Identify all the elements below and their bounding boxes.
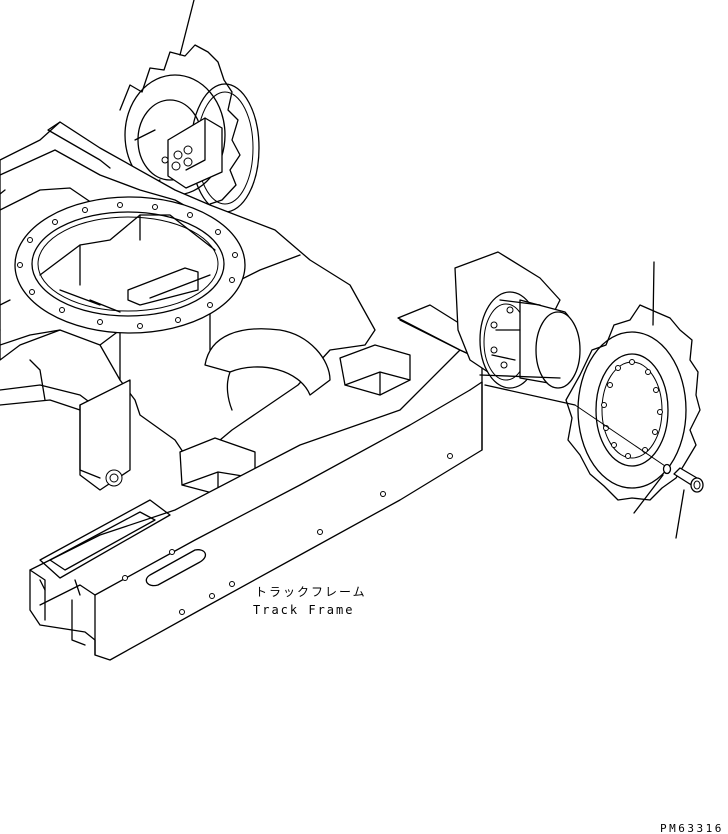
mounting-bolt[interactable] bbox=[673, 467, 704, 493]
leader-line-rear-sprocket bbox=[179, 0, 195, 56]
front-sprocket[interactable] bbox=[565, 304, 701, 501]
leader-line-bolt bbox=[675, 489, 685, 539]
track-frame[interactable] bbox=[29, 304, 483, 661]
track-frame-label-jp: トラックフレーム bbox=[255, 585, 367, 599]
drawing-code: PM63316 bbox=[660, 822, 724, 834]
track-frame-label-en: Track Frame bbox=[253, 603, 354, 617]
leader-line-washer bbox=[633, 474, 664, 514]
front-final-drive[interactable] bbox=[454, 251, 581, 406]
washer[interactable] bbox=[662, 463, 672, 475]
leader-line-front-sprocket bbox=[652, 261, 655, 326]
swing-circle-ring bbox=[14, 196, 246, 334]
rear-sprocket[interactable] bbox=[119, 44, 260, 213]
